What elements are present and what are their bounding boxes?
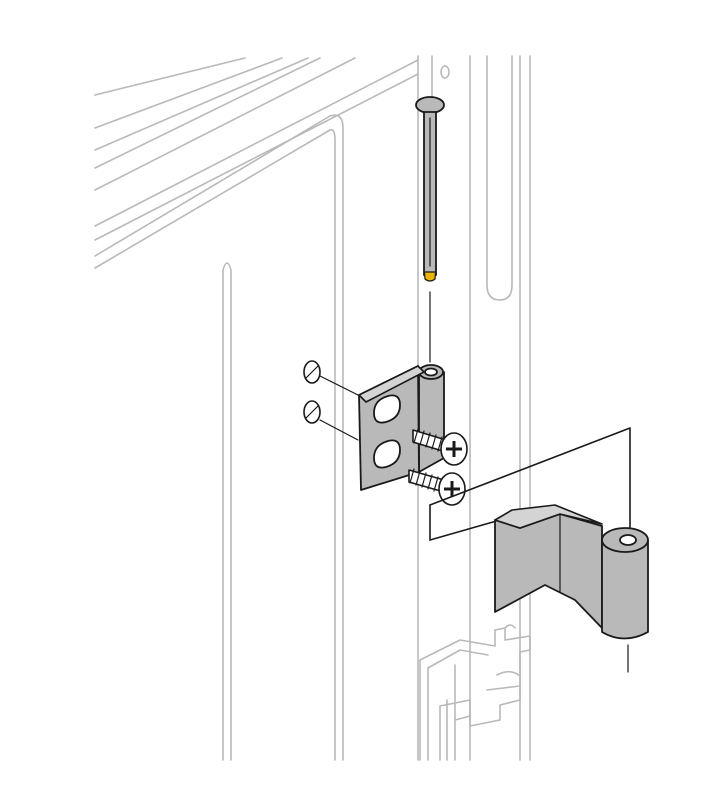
hinge-leaf [358,364,445,491]
washer-bottom [303,400,359,441]
detail-callout-frame [429,427,631,561]
screw-bottom [408,468,466,506]
screw-top [412,428,468,466]
frame-profile [419,624,531,761]
hinge-pin [415,96,445,363]
door-hinge-knuckle [494,504,649,673]
washer-top [303,360,359,396]
